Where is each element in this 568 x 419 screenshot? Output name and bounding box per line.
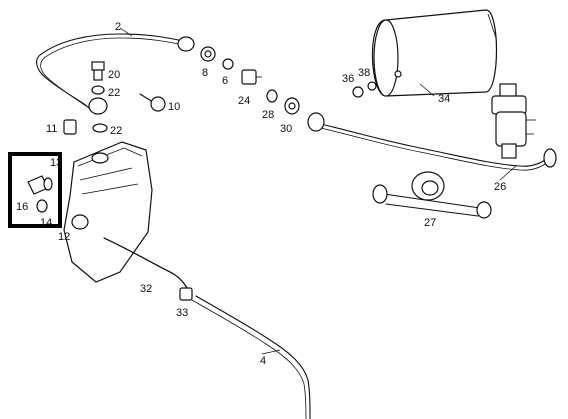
fitting-6 — [222, 58, 234, 70]
pipe-26 — [311, 121, 549, 167]
fitting-33 — [179, 287, 193, 301]
compressor — [63, 141, 153, 283]
callout-13: 13 — [50, 157, 62, 169]
fitting-38 — [367, 81, 377, 91]
banjo-fitting — [88, 97, 108, 115]
callout-36: 36 — [342, 73, 354, 85]
fitting-12 — [71, 214, 89, 230]
pipe-2 — [36, 33, 189, 115]
callout-22-upper: 22 — [108, 87, 120, 99]
callout-20: 20 — [108, 69, 120, 81]
callout-26: 26 — [494, 181, 506, 193]
pipe-26-fitting-end — [543, 148, 557, 168]
callout-4: 4 — [260, 355, 266, 367]
callout-34: 34 — [438, 93, 450, 105]
fitting-24 — [241, 69, 262, 85]
callout-30: 30 — [280, 123, 292, 135]
fitting-28 — [266, 89, 278, 103]
callout-22-lower: 22 — [110, 125, 122, 137]
elbow-fitting-16 — [27, 175, 53, 195]
callout-28: 28 — [262, 109, 274, 121]
fitting-8 — [200, 46, 216, 62]
callout-27: 27 — [424, 217, 436, 229]
callout-24: 24 — [238, 95, 250, 107]
callout-11: 11 — [46, 123, 57, 135]
bracket-27 — [372, 171, 492, 219]
fitting-14 — [36, 199, 48, 213]
air-tank-34 — [371, 9, 498, 97]
callout-33: 33 — [176, 307, 188, 319]
callout-16: 16 — [16, 201, 28, 213]
callout-12: 12 — [58, 231, 70, 243]
fitting-10 — [139, 93, 166, 112]
pipe-4 — [195, 295, 311, 419]
bolt-20 — [91, 61, 105, 81]
pressure-regulator — [491, 83, 536, 159]
washer-22-lower — [92, 123, 108, 133]
callout-8: 8 — [202, 67, 208, 79]
callout-6: 6 — [222, 75, 228, 87]
pipe-2-fitting-end — [177, 36, 195, 52]
callout-14: 14 — [40, 217, 52, 229]
fitting-11 — [63, 119, 77, 135]
fitting-36 — [352, 86, 364, 98]
callout-10: 10 — [168, 101, 180, 113]
callout-2: 2 — [115, 21, 121, 33]
callout-32: 32 — [140, 283, 152, 295]
fitting-30 — [284, 97, 300, 115]
hose-32 — [103, 237, 189, 291]
washer-22-upper — [91, 85, 105, 95]
highlight-box — [8, 152, 62, 228]
callout-38: 38 — [358, 67, 370, 79]
